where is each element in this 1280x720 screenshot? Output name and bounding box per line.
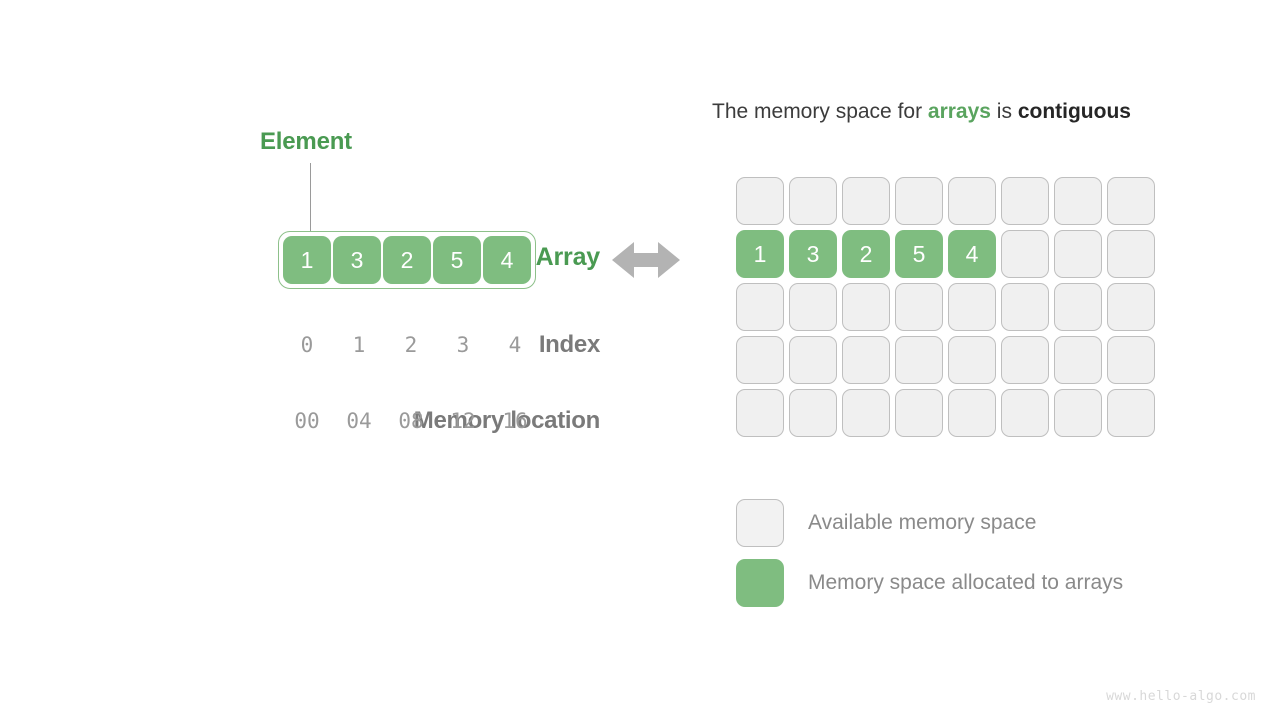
memory-cell-available[interactable] xyxy=(1001,177,1049,225)
array-row-label: Array xyxy=(535,243,601,271)
array-cell[interactable]: 1 xyxy=(283,236,331,284)
memory-cell-available[interactable] xyxy=(1107,230,1155,278)
memory-location-row-label: Memory location xyxy=(413,407,601,434)
memory-cell-available[interactable] xyxy=(1001,283,1049,331)
memory-cell-available[interactable] xyxy=(736,283,784,331)
index-value: 2 xyxy=(404,333,418,357)
double-arrow-icon xyxy=(612,236,680,289)
legend-swatch-available-icon xyxy=(736,499,784,547)
legend-label-available: Available memory space xyxy=(808,511,1037,534)
memory-cell-available[interactable] xyxy=(1001,230,1049,278)
index-value: 1 xyxy=(352,333,366,357)
memory-cell-available[interactable] xyxy=(842,336,890,384)
index-value-row: 0 1 2 3 4 xyxy=(282,331,540,359)
memory-title: The memory space for arrays is contiguou… xyxy=(712,100,1131,124)
memory-location-value: 12 xyxy=(450,409,476,433)
memory-cell-allocated[interactable]: 4 xyxy=(948,230,996,278)
array-concept-panel: Element Array 1 3 2 5 4 Index 0 1 2 3 4 … xyxy=(0,0,600,720)
memory-cell-available[interactable] xyxy=(789,177,837,225)
array-cell[interactable]: 2 xyxy=(383,236,431,284)
legend-label-allocated: Memory space allocated to arrays xyxy=(808,571,1124,594)
memory-cell-available[interactable] xyxy=(948,336,996,384)
memory-cell-allocated[interactable]: 3 xyxy=(789,230,837,278)
memory-cell-available[interactable] xyxy=(1107,389,1155,437)
watermark: www.hello-algo.com xyxy=(1106,689,1256,704)
memory-cell-available[interactable] xyxy=(842,177,890,225)
memory-layout-panel: The memory space for arrays is contiguou… xyxy=(700,0,1280,720)
memory-location-value: 00 xyxy=(294,409,320,433)
memory-cell-available[interactable] xyxy=(1054,336,1102,384)
memory-cell-available[interactable] xyxy=(789,389,837,437)
index-row-label: Index xyxy=(538,331,600,358)
memory-title-part1: The memory space for xyxy=(712,100,928,123)
memory-title-accent: arrays xyxy=(927,100,991,123)
index-value: 4 xyxy=(508,333,522,357)
memory-cell-available[interactable] xyxy=(736,389,784,437)
memory-cell-available[interactable] xyxy=(842,283,890,331)
array-container: 1 3 2 5 4 xyxy=(278,231,536,289)
index-value: 0 xyxy=(300,333,314,357)
element-connector-line xyxy=(310,163,311,235)
array-cell[interactable]: 4 xyxy=(483,236,531,284)
memory-cell-allocated[interactable]: 1 xyxy=(736,230,784,278)
memory-cell-available[interactable] xyxy=(948,177,996,225)
memory-cell-available[interactable] xyxy=(1054,230,1102,278)
array-cell[interactable]: 3 xyxy=(333,236,381,284)
memory-cell-available[interactable] xyxy=(1107,283,1155,331)
memory-cell-available[interactable] xyxy=(895,177,943,225)
memory-cell-available[interactable] xyxy=(948,283,996,331)
memory-cell-available[interactable] xyxy=(1001,389,1049,437)
memory-cell-available[interactable] xyxy=(1001,336,1049,384)
memory-cell-available[interactable] xyxy=(895,389,943,437)
memory-location-value: 04 xyxy=(346,409,372,433)
memory-location-value: 08 xyxy=(398,409,424,433)
memory-cell-available[interactable] xyxy=(1054,177,1102,225)
memory-cell-available[interactable] xyxy=(736,177,784,225)
memory-location-value-row: 00 04 08 12 16 xyxy=(282,407,540,435)
memory-title-strong: contiguous xyxy=(1017,100,1131,123)
memory-cell-available[interactable] xyxy=(842,389,890,437)
memory-cell-available[interactable] xyxy=(1107,177,1155,225)
memory-cell-available[interactable] xyxy=(1054,389,1102,437)
memory-cell-allocated[interactable]: 5 xyxy=(895,230,943,278)
legend: Available memory space Memory space allo… xyxy=(736,493,1123,613)
legend-item-allocated: Memory space allocated to arrays xyxy=(736,553,1123,613)
memory-cell-available[interactable] xyxy=(895,283,943,331)
memory-cell-available[interactable] xyxy=(1054,283,1102,331)
memory-cell-available[interactable] xyxy=(948,389,996,437)
memory-cell-available[interactable] xyxy=(895,336,943,384)
array-cell[interactable]: 5 xyxy=(433,236,481,284)
memory-cell-available[interactable] xyxy=(736,336,784,384)
memory-cell-allocated[interactable]: 2 xyxy=(842,230,890,278)
memory-cell-available[interactable] xyxy=(789,283,837,331)
index-value: 3 xyxy=(456,333,470,357)
memory-location-value: 16 xyxy=(502,409,528,433)
memory-cell-available[interactable] xyxy=(789,336,837,384)
legend-item-available: Available memory space xyxy=(736,493,1123,553)
memory-title-part2: is xyxy=(990,100,1018,123)
element-annotation-label: Element xyxy=(260,128,352,155)
legend-swatch-allocated-icon xyxy=(736,559,784,607)
memory-cell-available[interactable] xyxy=(1107,336,1155,384)
